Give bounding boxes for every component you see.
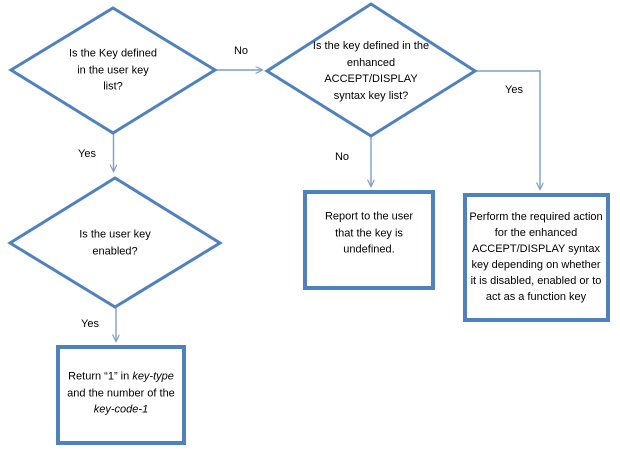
edge-label-yes-left-lower: Yes bbox=[81, 318, 99, 330]
return-label-keytype-italic: key-type bbox=[132, 370, 174, 383]
decision-enhanced-syntax-defined-label: Is the key defined in the enhanced ACCEP… bbox=[312, 40, 430, 102]
process-return-key-type-label: Return “1” in key-type and the number of… bbox=[66, 368, 176, 418]
decision-user-key-defined-shape bbox=[8, 6, 218, 135]
edge-label-yes-left-upper: Yes bbox=[78, 148, 96, 160]
process-perform-enhanced-action-label: Perform the required action for the enha… bbox=[469, 211, 603, 303]
decision-user-key-defined-label: Is the Key defined in the user key list? bbox=[68, 47, 158, 93]
process-report-undefined-label: Report to the user that the key is undef… bbox=[324, 210, 414, 256]
return-label-keycode-italic: key-code-1 bbox=[93, 403, 149, 416]
decision-user-key-enabled-shape bbox=[7, 176, 223, 309]
process-report-undefined-shape bbox=[303, 190, 435, 290]
edge-label-no-top: No bbox=[233, 45, 249, 57]
process-perform-enhanced-action-shape bbox=[463, 193, 610, 322]
return-label-segment-1: Return “1” in bbox=[68, 370, 133, 383]
edge-label-no-middle: No bbox=[334, 151, 350, 163]
decision-enhanced-syntax-defined-shape bbox=[264, 2, 478, 138]
return-label-segment-2: and the number of the bbox=[67, 386, 175, 399]
process-return-key-type-shape bbox=[56, 345, 186, 445]
decision-user-key-enabled-label: Is the user key enabled? bbox=[79, 228, 151, 258]
edge-label-yes-right: Yes bbox=[505, 84, 523, 96]
connector-yes-to-perform-box bbox=[475, 70, 540, 189]
